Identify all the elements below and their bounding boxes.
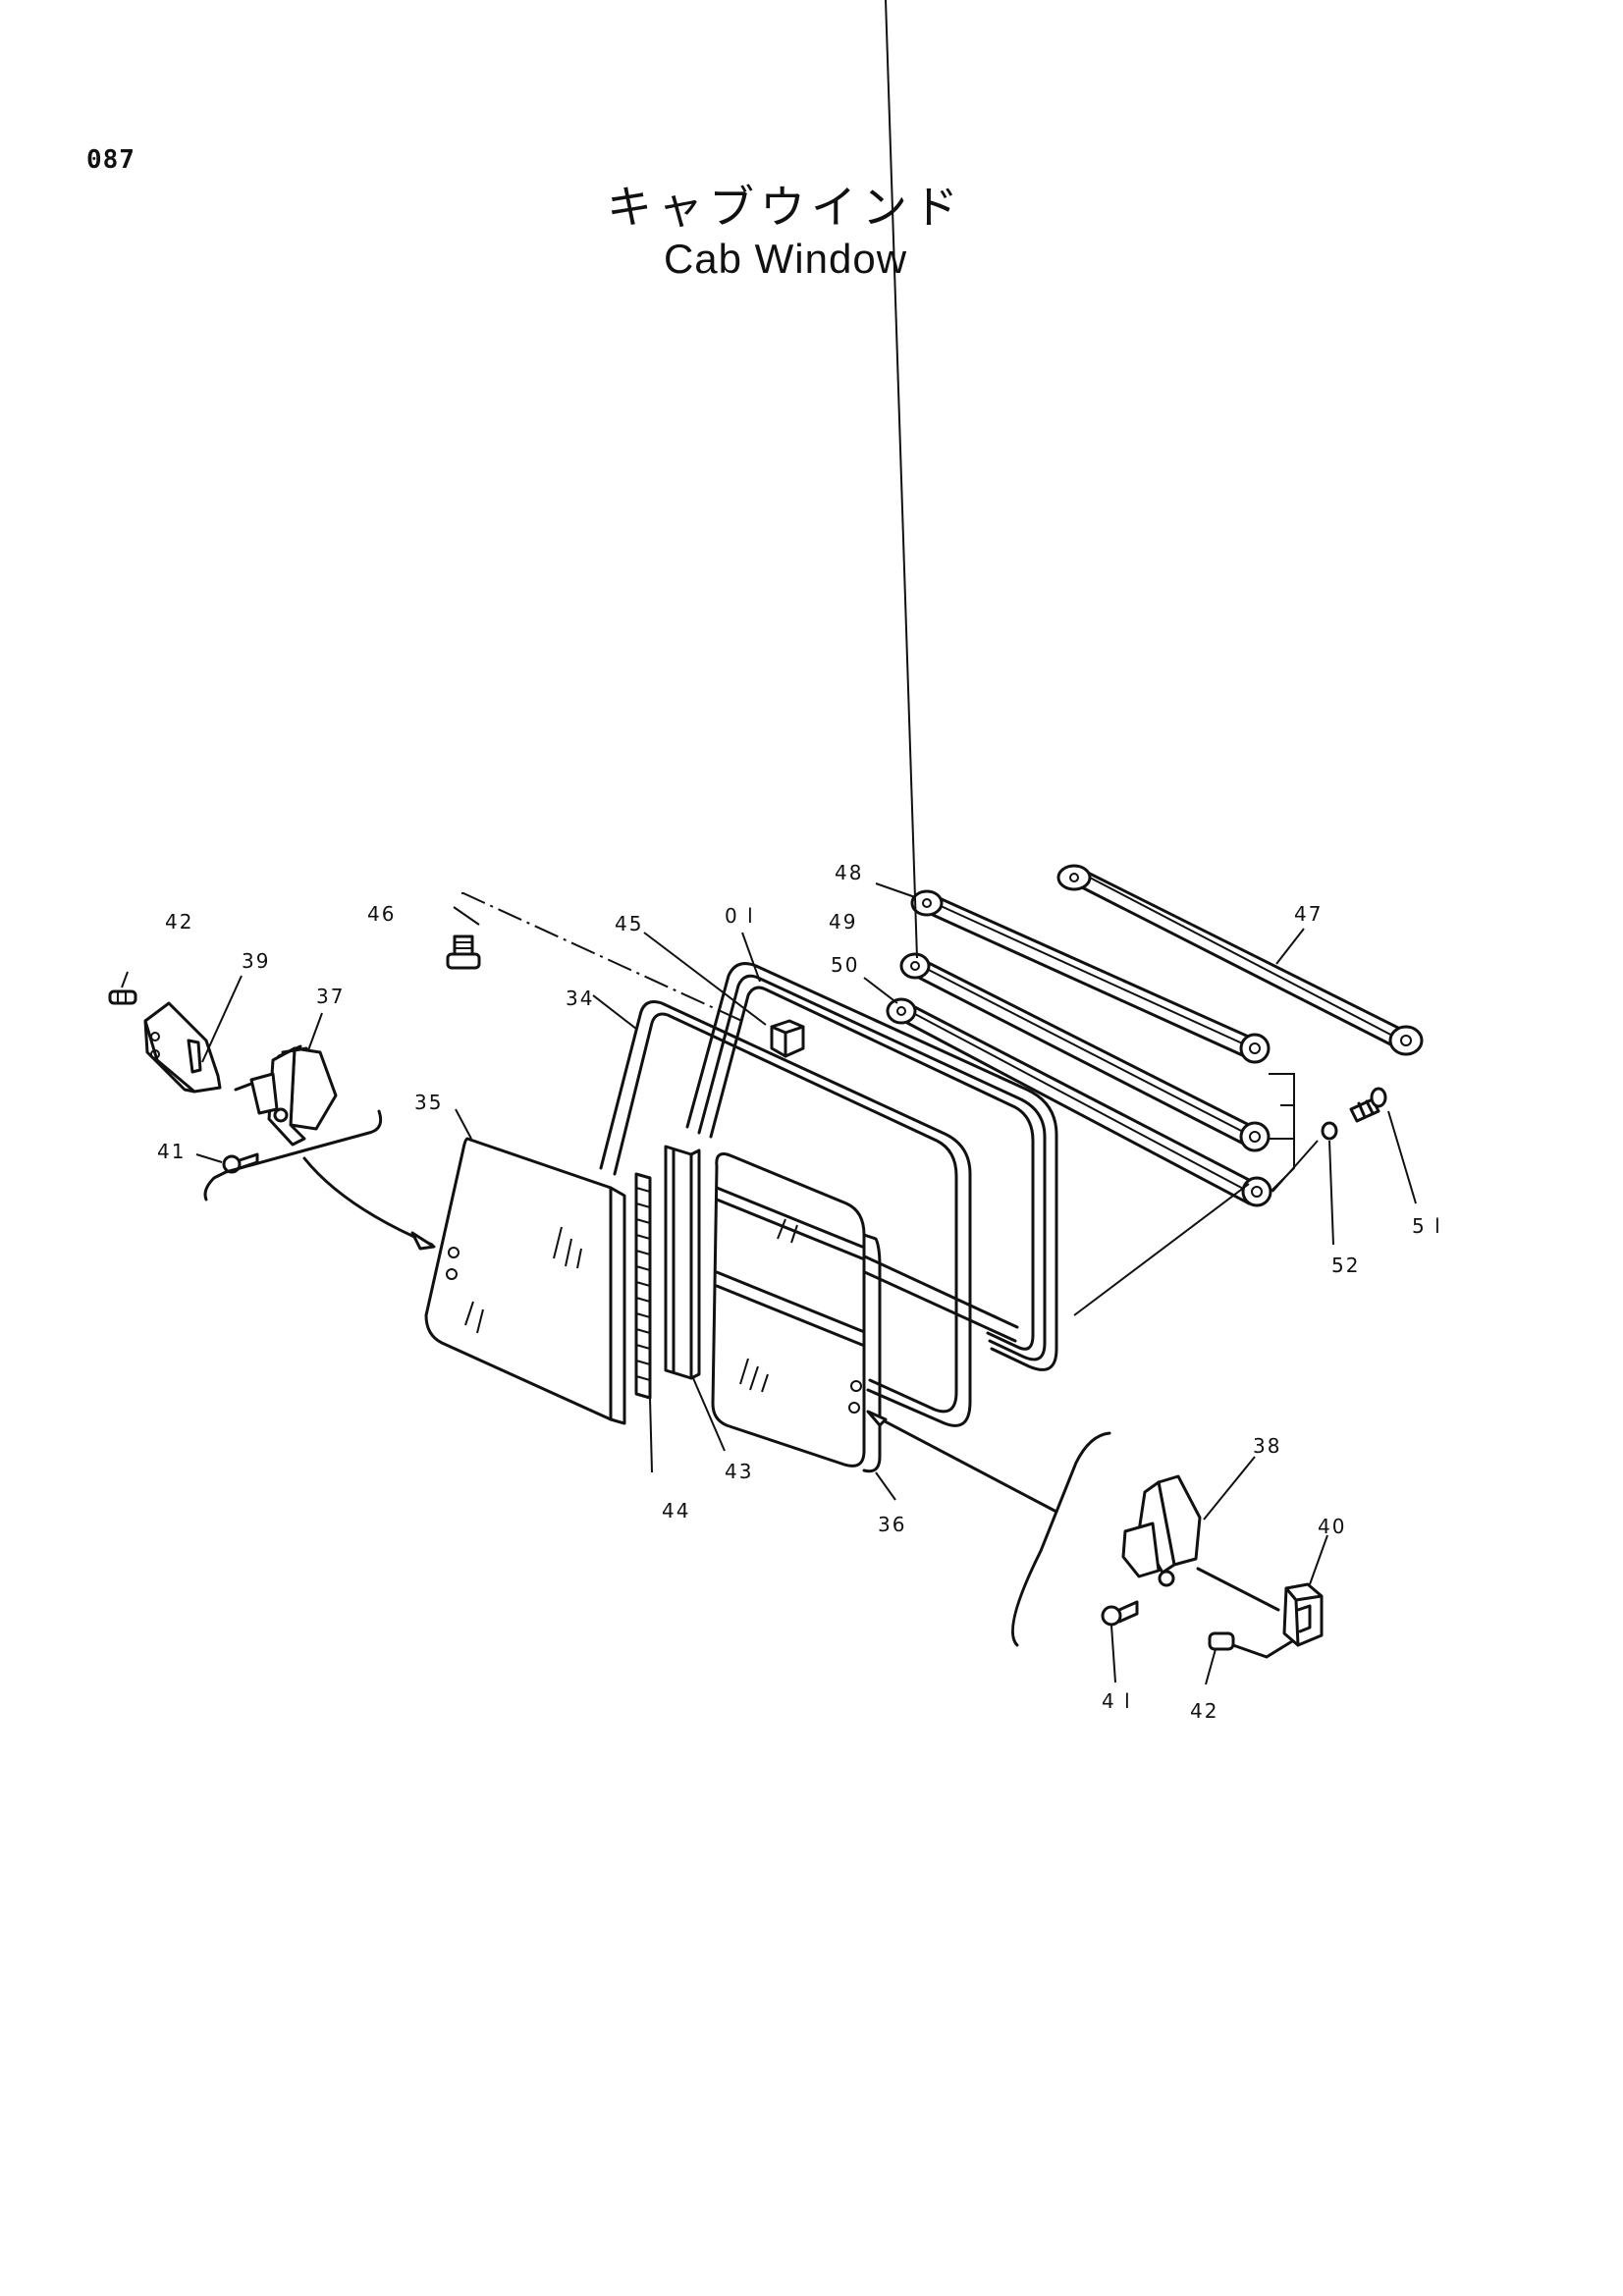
- callout-35: 35: [414, 1091, 443, 1114]
- callout-48: 48: [835, 861, 863, 884]
- part-40-hinge-bracket: [1282, 1582, 1324, 1647]
- callout-01: 0 l: [725, 904, 755, 928]
- callout-46: 46: [367, 902, 396, 926]
- part-49-rod: [899, 952, 1271, 1152]
- callout-44: 44: [662, 1499, 690, 1522]
- leader-rods-to-frame: [1073, 1183, 1250, 1316]
- part-42-bolt-left: [108, 989, 137, 1005]
- callout-39: 39: [242, 949, 270, 973]
- part-39-hinge-bracket: [143, 1001, 222, 1094]
- title-english: Cab Window: [663, 236, 908, 282]
- callout-50: 50: [831, 953, 859, 977]
- part-34-frame-inner: [613, 1012, 958, 1414]
- callout-36: 36: [878, 1513, 906, 1536]
- callout-47: 47: [1294, 902, 1323, 926]
- part-41-screw-right: [1101, 1600, 1139, 1627]
- detail-bracket-right: [1010, 1431, 1111, 1647]
- part-47-rod: [1056, 864, 1424, 1056]
- part-37-hinge-block: [234, 1044, 338, 1147]
- part-34-frame: [599, 1000, 972, 1427]
- part-36-glass-panel: [711, 1152, 882, 1473]
- part-45-clip: [770, 1019, 805, 1058]
- leader-52-washer: [1271, 1140, 1319, 1193]
- callout-49: 49: [829, 910, 857, 934]
- callout-41-right: 4 l: [1102, 1689, 1132, 1713]
- arrow-36-to-38: [868, 1412, 1058, 1514]
- callout-43: 43: [725, 1460, 753, 1483]
- part-43-channel: [664, 1145, 701, 1380]
- part-01-frame-lower: [854, 1251, 1019, 1343]
- callout-38: 38: [1253, 1434, 1281, 1458]
- part-51-bolt: [1349, 1087, 1387, 1123]
- part-46-bolt: [446, 934, 481, 970]
- title-japanese: キャブウインド: [607, 181, 964, 234]
- part-38-hinge-block: [1121, 1474, 1280, 1612]
- part-52-washer: [1321, 1121, 1338, 1141]
- rod-group-bracket: [1269, 1073, 1295, 1193]
- callout-45: 45: [615, 912, 643, 935]
- part-50-rod: [886, 997, 1272, 1207]
- leader-dashline-46: [461, 892, 747, 1024]
- callout-52: 52: [1331, 1254, 1360, 1277]
- part-48-rod: [910, 889, 1271, 1064]
- part-01-frame-mid: [697, 974, 1047, 1362]
- part-35-glass-panel: [424, 1137, 626, 1425]
- callout-42-left: 42: [165, 910, 193, 934]
- arrowhead-36: [866, 1410, 888, 1427]
- callout-37: 37: [316, 985, 345, 1008]
- part-42-bolt-right: [1208, 1631, 1294, 1659]
- callout-42-right: 42: [1190, 1699, 1218, 1723]
- page-number: 087: [86, 145, 135, 175]
- part-01-frame-inner: [709, 986, 1035, 1351]
- callout-51: 5 l: [1412, 1214, 1442, 1238]
- detail-bracket-left: [203, 1109, 383, 1201]
- part-01-frame: [685, 962, 1058, 1371]
- callout-34: 34: [566, 987, 594, 1010]
- part-44-strip: [634, 1172, 652, 1400]
- callout-41-left: 41: [157, 1140, 186, 1163]
- arrowhead-35: [410, 1231, 436, 1251]
- leader-lines: [121, 0, 1417, 1685]
- callout-40: 40: [1318, 1515, 1346, 1538]
